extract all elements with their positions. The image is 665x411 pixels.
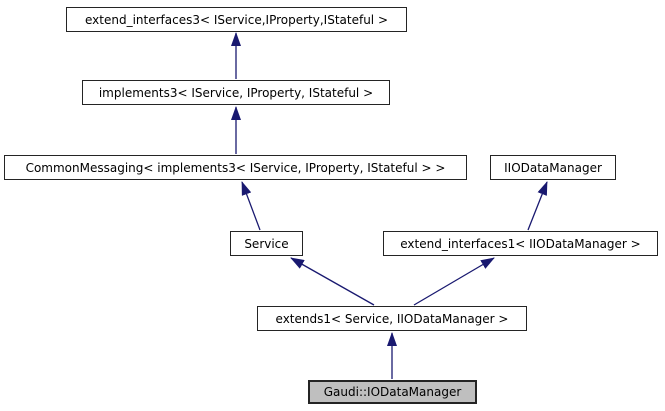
node-common-messaging[interactable]: CommonMessaging< implements3< IService, … [4, 155, 467, 180]
node-extend-interfaces3[interactable]: extend_interfaces3< IService,IProperty,I… [66, 7, 407, 32]
edge-extends1-to-service [290, 257, 375, 306]
edge-extends1-to-extend-interfaces1 [413, 257, 495, 306]
edge-extend-interfaces1-to-iiodatamanager [527, 181, 548, 231]
node-service[interactable]: Service [230, 231, 303, 256]
node-extend-interfaces1[interactable]: extend_interfaces1< IIODataManager > [383, 231, 658, 256]
node-iiodatamanager[interactable]: IIODataManager [490, 155, 616, 180]
edge-service-to-common-messaging [241, 181, 261, 231]
node-extends1[interactable]: extends1< Service, IIODataManager > [257, 306, 527, 331]
node-implements3[interactable]: implements3< IService, IProperty, IState… [82, 80, 390, 105]
node-gaudi-iodatamanager: Gaudi::IODataManager [308, 380, 477, 404]
